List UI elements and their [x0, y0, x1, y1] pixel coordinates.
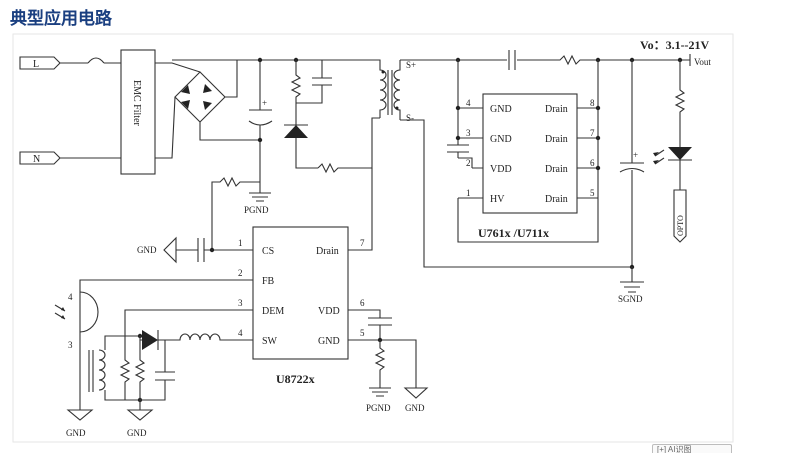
emc-filter-label: EMC Filter — [131, 80, 142, 127]
svg-text:Drain: Drain — [545, 194, 568, 205]
u761-left-pins: GND GND VDD HV 4 3 2 1 — [466, 98, 512, 205]
svg-text:3: 3 — [238, 298, 243, 308]
ground-label-sgnd: SGND — [618, 294, 643, 304]
svg-text:6: 6 — [360, 298, 365, 308]
u761-name: U761x /U711x — [478, 226, 549, 240]
svg-text:Drain: Drain — [545, 104, 568, 115]
fuse-symbol — [87, 57, 105, 64]
svg-text:VDD: VDD — [490, 164, 512, 175]
svg-text:+: + — [262, 98, 267, 108]
vout-label: Vout — [694, 57, 711, 67]
svg-text:VDD: VDD — [318, 306, 340, 317]
u761-right-pins: Drain Drain Drain Drain 8 7 6 5 — [545, 98, 595, 205]
svg-text:5: 5 — [360, 328, 365, 338]
ground-label-pgnd-bottom: PGND — [366, 403, 391, 413]
svg-text:N: N — [33, 154, 40, 165]
u8722-name: U8722x — [276, 372, 315, 386]
ground-label-gnd-bottom: GND — [405, 403, 425, 413]
svg-text:4: 4 — [238, 328, 243, 338]
optocoupler: 4 3 — [54, 291, 99, 410]
svg-text:Drain: Drain — [545, 134, 568, 145]
svg-text:Drain: Drain — [316, 246, 339, 257]
svg-text:DEM: DEM — [262, 306, 284, 317]
svg-text:Drain: Drain — [545, 164, 568, 175]
svg-text:6: 6 — [590, 158, 595, 168]
gnd-cs-symbol — [163, 236, 177, 264]
svg-text:5: 5 — [590, 188, 595, 198]
svg-text:7: 7 — [590, 128, 595, 138]
svg-text:3: 3 — [68, 340, 73, 350]
svg-text:GND: GND — [490, 104, 512, 115]
input-terminal-l: L — [19, 56, 61, 70]
svg-text:2: 2 — [466, 158, 471, 168]
svg-text:1: 1 — [466, 188, 471, 198]
input-terminal-n: N — [19, 151, 61, 165]
svg-text:L: L — [33, 59, 39, 70]
opto-label: OPTO — [676, 215, 685, 236]
page-title: 典型应用电路 — [10, 9, 112, 29]
ground-label-pgnd-top: PGND — [244, 205, 269, 215]
svg-text:HV: HV — [490, 194, 505, 205]
svg-text:+: + — [633, 150, 638, 160]
u761-chip — [482, 93, 578, 214]
svg-text:7: 7 — [360, 238, 365, 248]
svg-text:SW: SW — [262, 336, 278, 347]
svg-text:FB: FB — [262, 276, 275, 287]
svg-text:3: 3 — [466, 128, 471, 138]
u8722-right-pins: Drain VDD GND 7 6 5 — [316, 238, 365, 347]
svg-text:8: 8 — [590, 98, 595, 108]
svg-text:CS: CS — [262, 246, 274, 257]
ground-label-gnd-left2: GND — [127, 428, 147, 438]
ai-recognize-badge[interactable]: [+] AI识图 — [652, 444, 732, 453]
u8722-left-pins: CS FB DEM SW 1 2 3 4 — [238, 238, 284, 347]
vo-label: Vo：3.1--21V — [640, 38, 710, 52]
ground-label-gnd-left1: GND — [66, 428, 86, 438]
svg-text:4: 4 — [68, 292, 73, 302]
transformer-sp-label: S+ — [406, 60, 416, 70]
svg-text:GND: GND — [318, 336, 340, 347]
emc-filter-box — [120, 49, 156, 175]
opto-terminal — [673, 189, 687, 243]
transformer-sm-label: S- — [406, 113, 414, 123]
svg-text:4: 4 — [466, 98, 471, 108]
ground-label-gnd-cs: GND — [137, 245, 157, 255]
svg-text:GND: GND — [490, 134, 512, 145]
u8722-chip — [252, 226, 349, 360]
svg-text:2: 2 — [238, 268, 243, 278]
svg-text:1: 1 — [238, 238, 243, 248]
